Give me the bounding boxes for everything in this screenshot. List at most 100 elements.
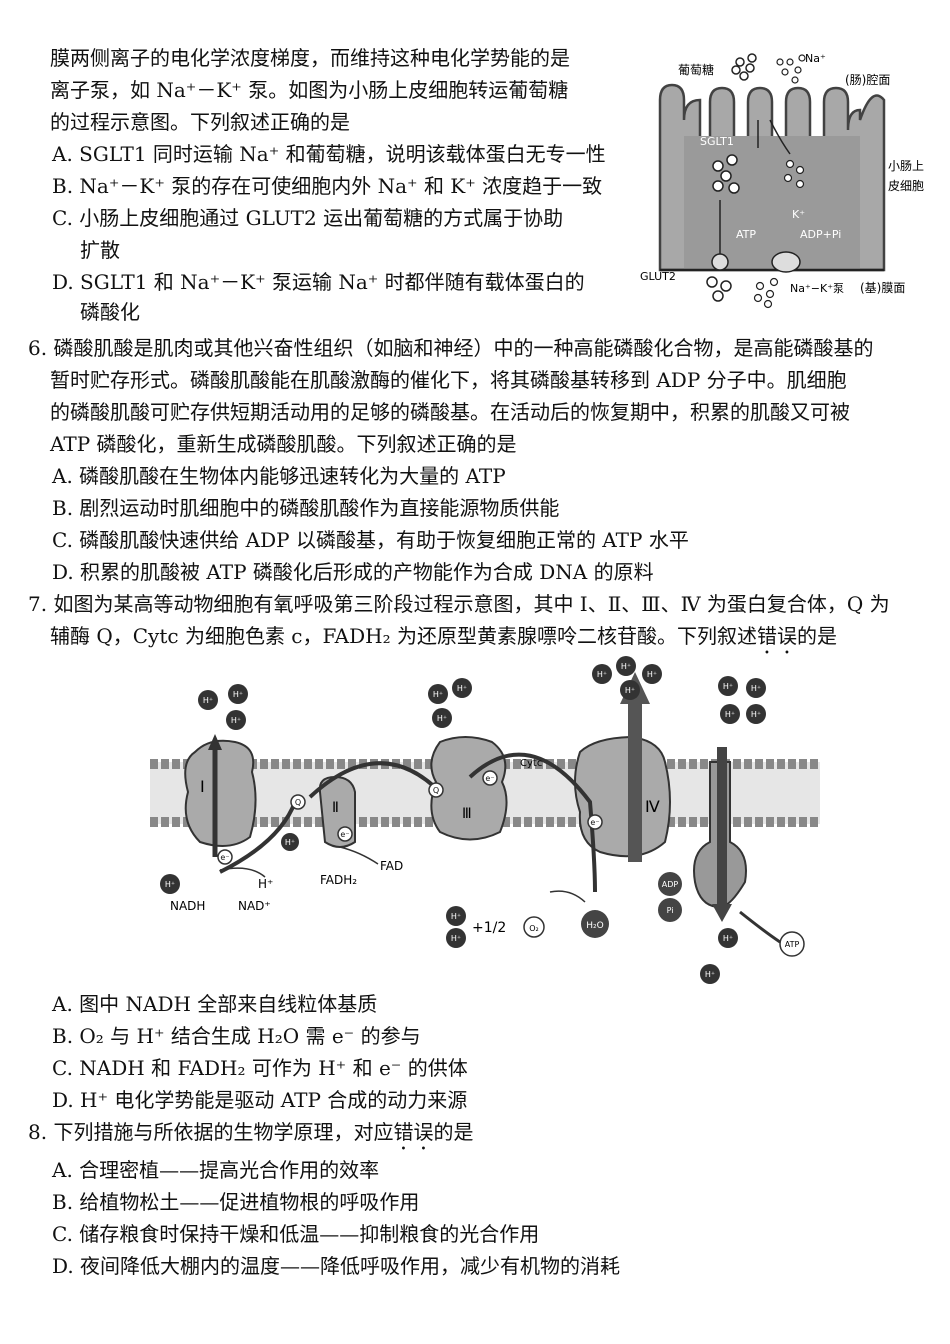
electron-transport-diagram: Ⅰ Ⅱ Ⅲ Ⅳ H⁺ H⁺ H⁺ H⁺ H⁺ H⁺ H⁺ H⁺ H⁺ H⁺ H bbox=[150, 656, 820, 984]
proton-label-n: H⁺ bbox=[751, 710, 761, 719]
proton-label-k: H⁺ bbox=[723, 682, 733, 691]
q5-option-d-cont: 磷酸化 bbox=[80, 300, 140, 324]
proton-label-q: H⁺ bbox=[451, 912, 461, 921]
proton-label-c: H⁺ bbox=[231, 716, 241, 725]
proton-label-g: H⁺ bbox=[597, 670, 607, 679]
proton-label-p: H⁺ bbox=[285, 838, 295, 847]
q6-stem-line-4: ATP 磷酸化，重新生成磷酸肌酸。下列叙述正确的是 bbox=[50, 432, 517, 456]
q7-stem-line-2-post: 的是 bbox=[796, 624, 837, 648]
basal-label: (基)膜面 bbox=[860, 281, 905, 295]
pi-label: Pi bbox=[667, 906, 674, 915]
fad-label: FAD bbox=[380, 859, 403, 873]
coenzyme-q-icon-2 bbox=[428, 782, 444, 798]
glucose-label: 葡萄糖 bbox=[678, 62, 714, 77]
q6-option-a: A. 磷酸肌酸在生物体内能够迅速转化为大量的 ATP bbox=[52, 464, 506, 488]
proton-label-s: H⁺ bbox=[723, 934, 733, 943]
glut2-icon bbox=[711, 253, 729, 271]
q7-emphasis: 错误 bbox=[756, 624, 797, 648]
complex-4-label: Ⅳ bbox=[645, 797, 660, 816]
e-label-3: e⁻ bbox=[485, 774, 494, 783]
q6-stem-line-2: 暂时贮存形式。磷酸肌酸能在肌酸激酶的催化下，将其磷酸基转移到 ADP 分子中。肌… bbox=[50, 368, 847, 392]
pi-icon bbox=[658, 898, 682, 922]
proton-label-f: H⁺ bbox=[437, 714, 447, 723]
lumen-label: (肠)腔面 bbox=[845, 72, 890, 87]
oxygen-icon bbox=[523, 916, 545, 938]
q5-stem-line-3: 的过程示意图。下列叙述正确的是 bbox=[50, 110, 350, 134]
proton-label-d: H⁺ bbox=[433, 690, 443, 699]
complex-3-label: Ⅲ bbox=[462, 806, 472, 822]
q8-option-d: D. 夜间降低大棚内的温度——降低呼吸作用，减少有机物的消耗 bbox=[52, 1254, 621, 1278]
adp-label: ADP bbox=[662, 880, 679, 889]
q5-option-b: B. Na⁺－K⁺ 泵的存在可使细胞内外 Na⁺ 和 K⁺ 浓度趋于一致 bbox=[52, 174, 603, 198]
glut2-label: GLUT2 bbox=[640, 270, 676, 283]
q6-stem-line-3: 的磷酸肌酸可贮存供短期活动用的足够的磷酸基。在活动后的恢复期中，积累的肌酸又可被 bbox=[50, 400, 850, 424]
q6-option-b: B. 剧烈运动时肌细胞中的磷酸肌酸作为直接能源物质供能 bbox=[52, 496, 560, 520]
q5-option-c-cont: 扩散 bbox=[80, 238, 120, 262]
q6-option-d: D. 积累的肌酸被 ATP 磷酸化后形成的产物能作为合成 DNA 的原料 bbox=[52, 560, 654, 584]
complex-2-label: Ⅱ bbox=[332, 800, 339, 816]
proton-label-t: H⁺ bbox=[705, 970, 715, 979]
q8-stem-pre: 8. 下列措施与所依据的生物学原理，对应 bbox=[28, 1120, 394, 1144]
nadh-label: NADH bbox=[170, 899, 205, 913]
proton-label-o: H⁺ bbox=[165, 880, 175, 889]
q8-stem: 8. 下列措施与所依据的生物学原理，对应错误的是 bbox=[28, 1118, 473, 1155]
cell-label-1: 小肠上 bbox=[888, 159, 924, 173]
q-label-1: Q bbox=[295, 798, 301, 807]
sodium-ions-inside bbox=[783, 159, 805, 189]
half-o2-label: +1/2 bbox=[472, 920, 506, 936]
proton-label-r: H⁺ bbox=[451, 934, 461, 943]
q8-option-b: B. 给植物松土——促进植物根的呼吸作用 bbox=[52, 1190, 420, 1214]
q5-stem-line-2: 离子泵，如 Na⁺－K⁺ 泵。如图为小肠上皮细胞转运葡萄糖 bbox=[50, 78, 569, 102]
complex-1-icon bbox=[184, 739, 257, 847]
electron-flow-3 bbox=[468, 752, 597, 893]
q5-option-c: C. 小肠上皮细胞通过 GLUT2 运出葡萄糖的方式属于协助 bbox=[52, 206, 564, 230]
q7-stem-line-2-pre: 辅酶 Q，Cytc 为细胞色素 c，FADH₂ 为还原型黄素腺嘌呤二核苷酸。下列… bbox=[50, 624, 757, 648]
proton-circles bbox=[160, 656, 766, 984]
q5-stem-line-1: 膜两侧离子的电化学浓度梯度，而维持这种电化学势能的是 bbox=[50, 46, 570, 70]
e-label-2: e⁻ bbox=[340, 830, 349, 839]
fadh2-label: FADH₂ bbox=[320, 873, 357, 887]
h2o-label: H₂O bbox=[586, 921, 603, 931]
cell-label-2: 皮细胞 bbox=[888, 179, 924, 193]
q7-option-d: D. H⁺ 电化学势能是驱动 ATP 合成的动力来源 bbox=[52, 1088, 468, 1112]
q5-option-a: A. SGLT1 同时运输 Na⁺ 和葡萄糖，说明该载体蛋白无专一性 bbox=[52, 142, 606, 166]
proton-label-m: H⁺ bbox=[725, 710, 735, 719]
electron-icon-2 bbox=[337, 826, 353, 842]
complex-1-label: Ⅰ bbox=[200, 777, 205, 796]
proton-label-e: H⁺ bbox=[457, 684, 467, 693]
q7-option-c: C. NADH 和 FADH₂ 可作为 H⁺ 和 e⁻ 的供体 bbox=[52, 1056, 468, 1080]
q6-option-c: C. 磷酸肌酸快速供给 ADP 以磷酸基，有助于恢复细胞正常的 ATP 水平 bbox=[52, 528, 689, 552]
proton-label-h: H⁺ bbox=[621, 662, 631, 671]
electron-icon-3 bbox=[482, 770, 498, 786]
na-k-pump-icon bbox=[771, 251, 801, 273]
proton-label-b: H⁺ bbox=[233, 690, 243, 699]
q7-stem-line-2: 辅酶 Q，Cytc 为细胞色素 c，FADH₂ 为还原型黄素腺嘌呤二核苷酸。下列… bbox=[50, 622, 837, 659]
q5-option-d: D. SGLT1 和 Na⁺－K⁺ 泵运输 Na⁺ 时都伴随有载体蛋白的 bbox=[52, 270, 585, 294]
water-icon bbox=[581, 910, 609, 938]
electron-flow-1 bbox=[219, 801, 297, 874]
proton-label-a: H⁺ bbox=[203, 696, 213, 705]
q7-option-a: A. 图中 NADH 全部来自线粒体基质 bbox=[52, 992, 378, 1016]
sglt1-label: SGLT1 bbox=[700, 135, 734, 148]
adp-icon bbox=[658, 872, 682, 896]
glucose-molecules-basal bbox=[706, 276, 732, 302]
atp-product-label: ATP bbox=[785, 940, 800, 949]
proton-label-product: H⁺ bbox=[258, 877, 273, 891]
q8-option-a: A. 合理密植——提高光合作用的效率 bbox=[52, 1158, 380, 1182]
pump-label: Na⁺−K⁺泵 bbox=[790, 282, 844, 295]
atp-label: ATP bbox=[736, 228, 756, 241]
q7-option-b: B. O₂ 与 H⁺ 结合生成 H₂O 需 e⁻ 的参与 bbox=[52, 1024, 421, 1048]
q8-stem-post: 的是 bbox=[433, 1120, 474, 1144]
e-label-1: e⁻ bbox=[220, 853, 229, 862]
glucose-molecules-inside bbox=[712, 154, 740, 194]
electron-icon-4 bbox=[587, 814, 603, 830]
sodium-ions-outside bbox=[776, 54, 806, 84]
electron-flow-2 bbox=[308, 761, 442, 799]
q8-emphasis: 错误 bbox=[393, 1120, 434, 1144]
adp-pi-label: ADP+Pi bbox=[800, 228, 841, 241]
q8-option-c: C. 储存粮食时保持干燥和低温——抑制粮食的光合作用 bbox=[52, 1222, 540, 1246]
e-label-4: e⁻ bbox=[590, 818, 599, 827]
proton-label-l: H⁺ bbox=[751, 684, 761, 693]
proton-label-i: H⁺ bbox=[625, 686, 635, 695]
o2-label: O₂ bbox=[529, 924, 539, 933]
